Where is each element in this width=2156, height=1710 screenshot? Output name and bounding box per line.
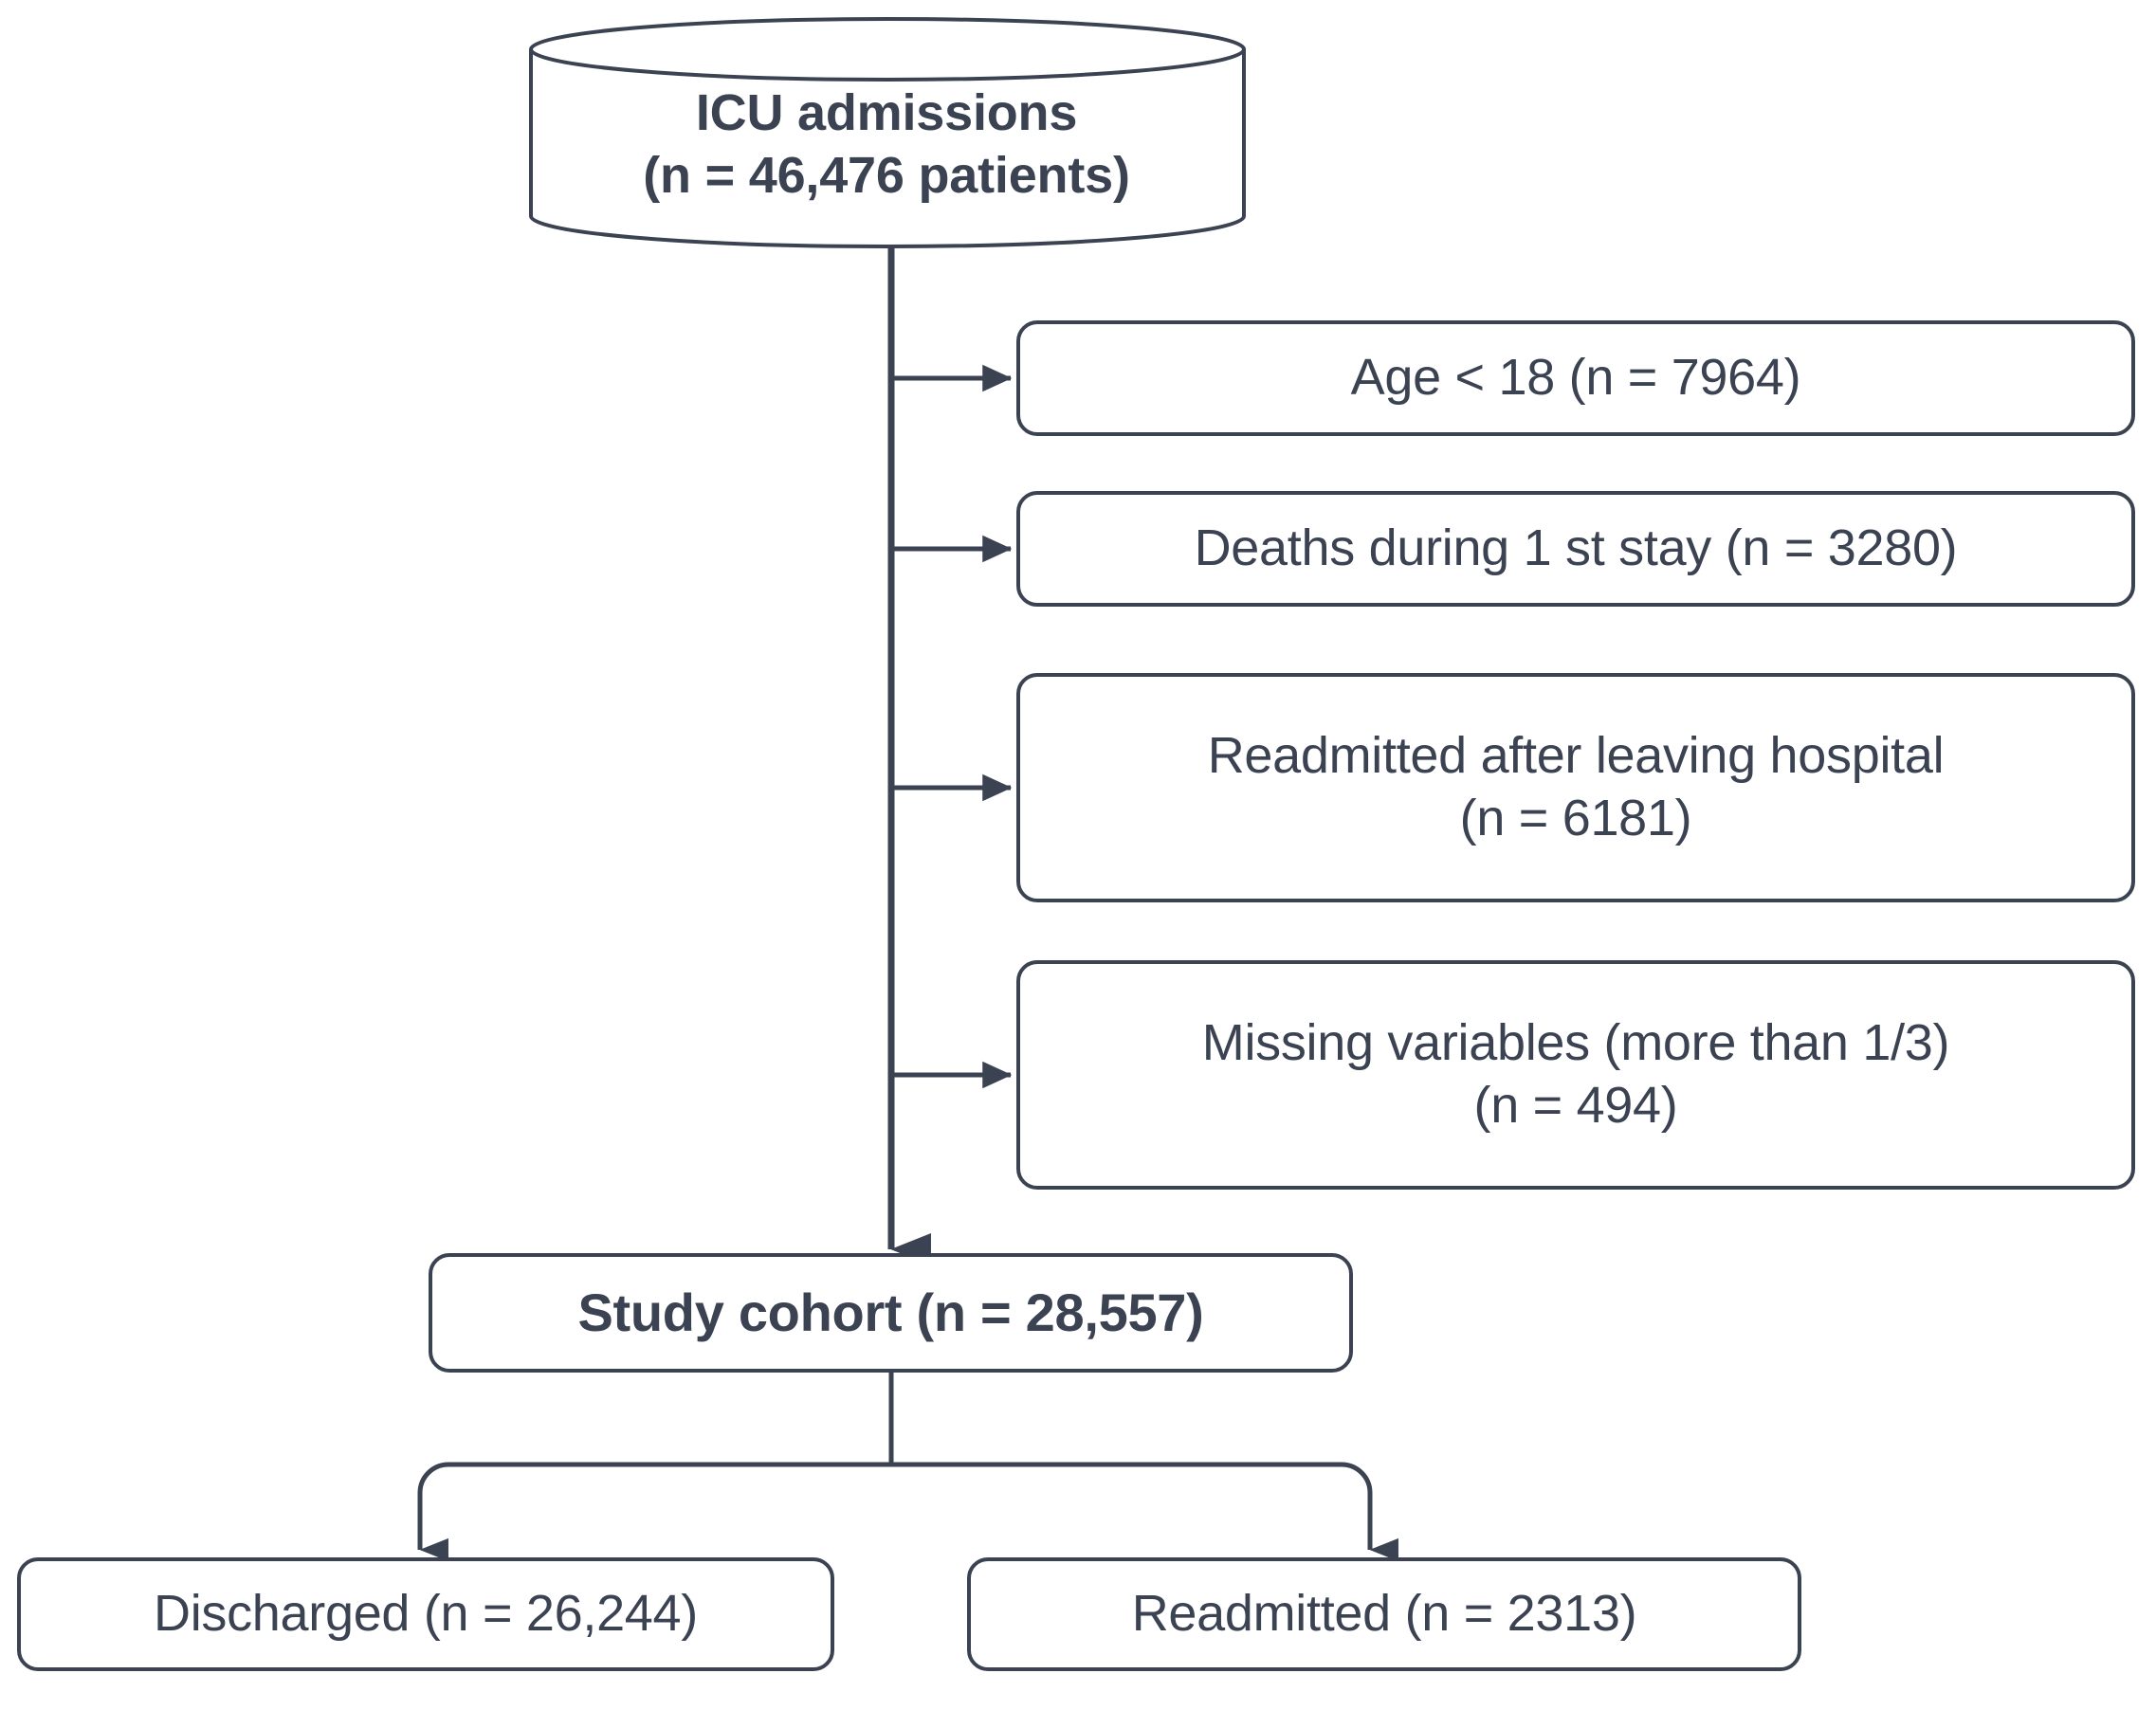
node-exclusion-missing-variables: Missing variables (more than 1/3) (n = 4… (1016, 960, 2135, 1190)
node-exclusion-age-under-18: Age < 18 (n = 7964) (1016, 320, 2135, 436)
node-outcome-readmitted-label: Readmitted (n = 2313) (1131, 1585, 1637, 1643)
node-icu-admissions-label: ICU admissions (n = 46,476 patients) (643, 84, 1130, 204)
node-exclusion-deaths-first-stay: Deaths during 1 st stay (n = 3280) (1016, 491, 2135, 607)
node-exclusion-deaths-first-stay-label: Deaths during 1 st stay (n = 3280) (1194, 519, 1958, 577)
node-exclusion-readmitted-after-leaving-hospital: Readmitted after leaving hospital (n = 6… (1016, 673, 2135, 902)
connector-cohort-to-discharged (417, 1462, 891, 1562)
node-exclusion-readmitted-after-leaving-hospital-label: Readmitted after leaving hospital (n = 6… (1207, 727, 1945, 846)
node-exclusion-missing-variables-label: Missing variables (more than 1/3) (n = 4… (1201, 1014, 1950, 1134)
connector-cohort-to-readmitted (891, 1462, 1398, 1562)
node-study-cohort-label: Study cohort (n = 28,557) (577, 1282, 1204, 1342)
node-outcome-discharged-label: Discharged (n = 26,244) (154, 1585, 698, 1643)
node-study-cohort: Study cohort (n = 28,557) (429, 1253, 1353, 1373)
node-icu-admissions: ICU admissions (n = 46,476 patients) (529, 17, 1244, 246)
node-outcome-readmitted: Readmitted (n = 2313) (967, 1557, 1801, 1671)
node-outcome-discharged: Discharged (n = 26,244) (17, 1557, 834, 1671)
source-cylinder-shape (529, 17, 1246, 248)
node-exclusion-age-under-18-label: Age < 18 (n = 7964) (1350, 349, 1801, 407)
